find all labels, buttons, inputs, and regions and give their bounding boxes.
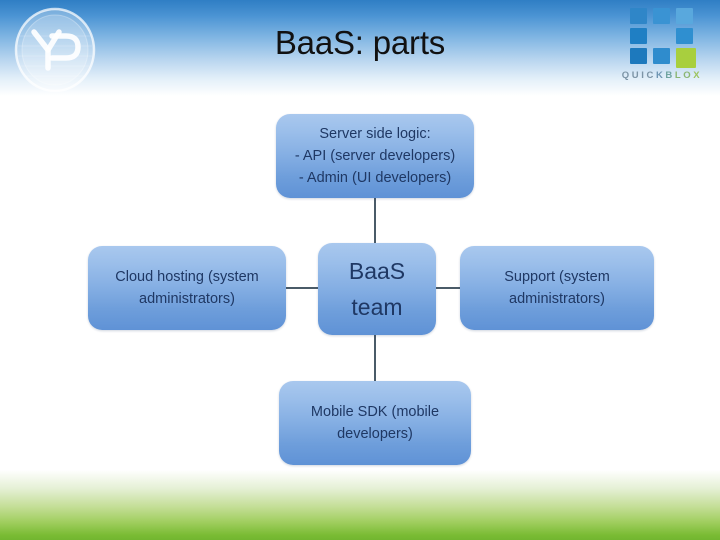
node-line: team [351, 294, 403, 320]
quickblox-grid-icon [630, 8, 696, 68]
node-cloud-hosting-text: Cloud hosting (system administrators) [88, 266, 286, 310]
quickblox-logo: QUICKBLOX [612, 8, 712, 92]
connector-center-to-support [435, 287, 461, 289]
node-line: administrators) [509, 291, 605, 307]
node-line: - Admin (UI developers) [298, 170, 452, 186]
node-line: Support (system [504, 269, 610, 285]
connector-server-to-center [374, 197, 376, 244]
wordmark-part-1: QUIC [621, 70, 656, 81]
node-baas-team[interactable]: BaaS team [318, 243, 436, 335]
node-mobile-sdk[interactable]: Mobile SDK (mobile developers) [279, 381, 471, 465]
node-line: administrators) [139, 291, 235, 307]
node-line: Server side logic: [319, 126, 431, 142]
node-line: Cloud hosting (system [115, 269, 259, 285]
page-title: BaaS: parts [274, 24, 446, 61]
quickblox-wordmark: QUICKBLOX [612, 70, 712, 81]
node-line: - API (server developers) [294, 148, 456, 164]
node-line: Mobile SDK (mobile [310, 404, 440, 420]
connector-cloud-to-center [285, 287, 319, 289]
node-support[interactable]: Support (system administrators) [460, 246, 654, 330]
footer-gradient-band [0, 462, 720, 540]
wordmark-part-2: K [655, 70, 666, 81]
node-mobile-sdk-text: Mobile SDK (mobile developers) [279, 401, 471, 445]
wordmark-part-5: X [693, 70, 703, 81]
connector-center-to-mobile [374, 334, 376, 382]
wordmark-part-3: B [665, 70, 675, 81]
header-gradient-band [0, 0, 720, 96]
node-server-side-logic[interactable]: Server side logic: - API (server develop… [276, 114, 474, 198]
yd-circular-logo [12, 6, 98, 94]
node-line: developers) [337, 426, 413, 442]
node-cloud-hosting[interactable]: Cloud hosting (system administrators) [88, 246, 286, 330]
wordmark-part-4: LO [674, 70, 694, 81]
node-support-text: Support (system administrators) [460, 266, 654, 310]
node-line: BaaS [348, 258, 406, 284]
node-baas-team-text: BaaS team [318, 253, 436, 325]
node-server-side-logic-text: Server side logic: - API (server develop… [276, 123, 474, 189]
